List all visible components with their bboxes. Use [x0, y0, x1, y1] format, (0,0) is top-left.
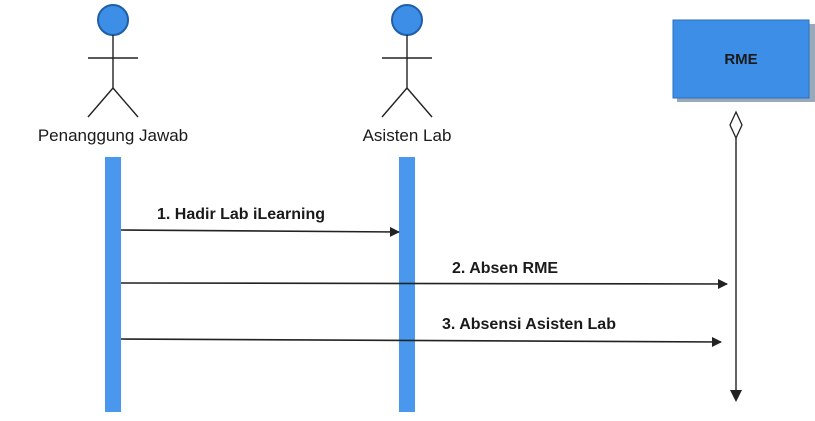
lifeline-arrow-down-icon	[730, 390, 742, 402]
message-arrow	[120, 226, 400, 237]
actor-asisten-lab: Asisten Lab	[363, 4, 452, 412]
message-arrow	[120, 278, 728, 289]
actor-rme: RME	[672, 19, 815, 402]
activation-bar-penanggung-jawab	[105, 157, 121, 412]
message-3: 3. Absensi Asisten Lab	[120, 316, 722, 347]
activation-bar-asisten-lab	[399, 157, 415, 412]
diamond-icon	[729, 110, 743, 140]
message-label: 1. Hadir Lab iLearning	[157, 206, 325, 223]
stick-figure-icon	[381, 4, 433, 118]
rme-box	[672, 19, 810, 99]
rme-label: RME	[724, 51, 757, 68]
message-2: 2. Absen RME	[120, 260, 728, 289]
stick-figure-icon	[87, 4, 139, 118]
actor-label-asisten-lab: Asisten Lab	[363, 126, 452, 145]
message-label: 2. Absen RME	[452, 260, 558, 277]
actor-penanggung-jawab: Penanggung Jawab	[38, 4, 188, 412]
message-arrow	[120, 336, 722, 347]
message-1: 1. Hadir Lab iLearning	[120, 206, 400, 237]
message-label: 3. Absensi Asisten Lab	[442, 316, 616, 333]
actor-label-penanggung-jawab: Penanggung Jawab	[38, 126, 188, 145]
